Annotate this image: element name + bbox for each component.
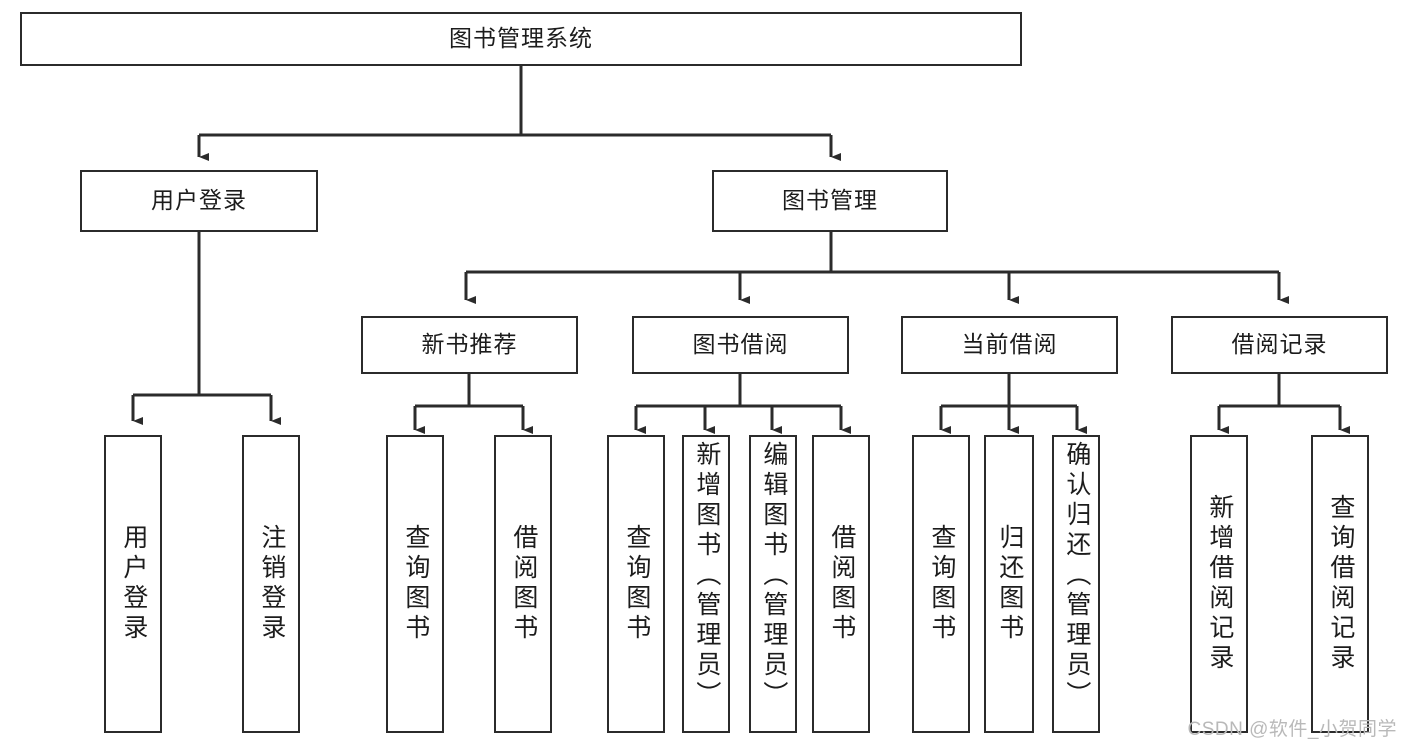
leaf-add-book-admin[interactable]: 新增图书（管理员） (682, 435, 730, 733)
leaf-add-borrowing-record[interactable]: 新增借阅记录 (1190, 435, 1248, 733)
node-label: 借阅图书 (509, 524, 538, 644)
node-label: 查询图书 (401, 524, 430, 644)
node-book-borrowing[interactable]: 图书借阅 (632, 316, 849, 374)
node-label: 借阅图书 (827, 524, 856, 644)
node-label: 查询图书 (622, 524, 651, 644)
node-label: 查询图书 (927, 524, 956, 644)
leaf-borrow-books-recommendation[interactable]: 借阅图书 (494, 435, 552, 733)
leaf-logout[interactable]: 注销登录 (242, 435, 300, 733)
node-user-login[interactable]: 用户登录 (80, 170, 318, 232)
node-label: 新增图书（管理员） (692, 441, 721, 711)
node-label: 用户登录 (119, 524, 148, 644)
node-book-management[interactable]: 图书管理 (712, 170, 948, 232)
node-label: 图书管理 (782, 187, 878, 214)
node-label: 当前借阅 (961, 331, 1058, 358)
node-borrowing-records[interactable]: 借阅记录 (1171, 316, 1388, 374)
node-root-book-management-system[interactable]: 图书管理系统 (20, 12, 1022, 66)
node-label: 图书借阅 (692, 331, 789, 358)
node-label: 用户登录 (151, 187, 247, 214)
leaf-edit-book-admin[interactable]: 编辑图书（管理员） (749, 435, 797, 733)
leaf-query-borrowing-record[interactable]: 查询借阅记录 (1311, 435, 1369, 733)
node-current-borrowing[interactable]: 当前借阅 (901, 316, 1118, 374)
node-label: 借阅记录 (1231, 331, 1328, 358)
node-label: 归还图书 (995, 524, 1024, 644)
leaf-borrow-books-borrowing[interactable]: 借阅图书 (812, 435, 870, 733)
node-new-book-recommendation[interactable]: 新书推荐 (361, 316, 578, 374)
leaf-return-books[interactable]: 归还图书 (984, 435, 1034, 733)
csdn-watermark: CSDN @软件_小贺同学 (1187, 719, 1397, 740)
node-label: 查询借阅记录 (1326, 494, 1355, 674)
node-label: 编辑图书（管理员） (759, 441, 788, 711)
node-label: 注销登录 (257, 524, 286, 644)
node-label: 图书管理系统 (449, 25, 593, 52)
leaf-query-books-recommendation[interactable]: 查询图书 (386, 435, 444, 733)
node-label: 新增借阅记录 (1205, 494, 1234, 674)
leaf-user-login[interactable]: 用户登录 (104, 435, 162, 733)
leaf-confirm-return-admin[interactable]: 确认归还（管理员） (1052, 435, 1100, 733)
node-label: 确认归还（管理员） (1062, 441, 1091, 711)
leaf-query-books-current[interactable]: 查询图书 (912, 435, 970, 733)
node-label: 新书推荐 (421, 331, 518, 358)
leaf-query-books-borrowing[interactable]: 查询图书 (607, 435, 665, 733)
